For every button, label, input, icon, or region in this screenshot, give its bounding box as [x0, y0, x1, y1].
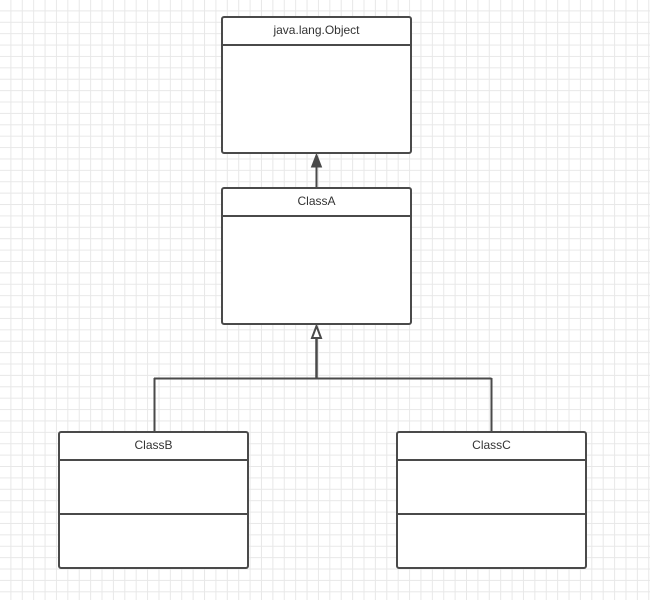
- class-name-b: ClassB: [60, 433, 247, 461]
- arrowhead-filled-icon: [310, 152, 323, 168]
- class-box-b[interactable]: ClassB: [58, 431, 249, 569]
- class-box-object[interactable]: java.lang.Object: [221, 16, 412, 154]
- class-body-object: [223, 46, 410, 152]
- class-box-a[interactable]: ClassA: [221, 187, 412, 325]
- class-name-object: java.lang.Object: [223, 18, 410, 46]
- class-name-a: ClassA: [223, 189, 410, 217]
- class-attributes-c: [398, 461, 585, 515]
- class-box-c[interactable]: ClassC: [396, 431, 587, 569]
- class-body-a: [223, 217, 410, 323]
- arrowhead-hollow-icon: [310, 323, 323, 339]
- class-methods-c: [398, 515, 585, 567]
- class-attributes-b: [60, 461, 247, 515]
- class-name-c: ClassC: [398, 433, 585, 461]
- class-methods-b: [60, 515, 247, 567]
